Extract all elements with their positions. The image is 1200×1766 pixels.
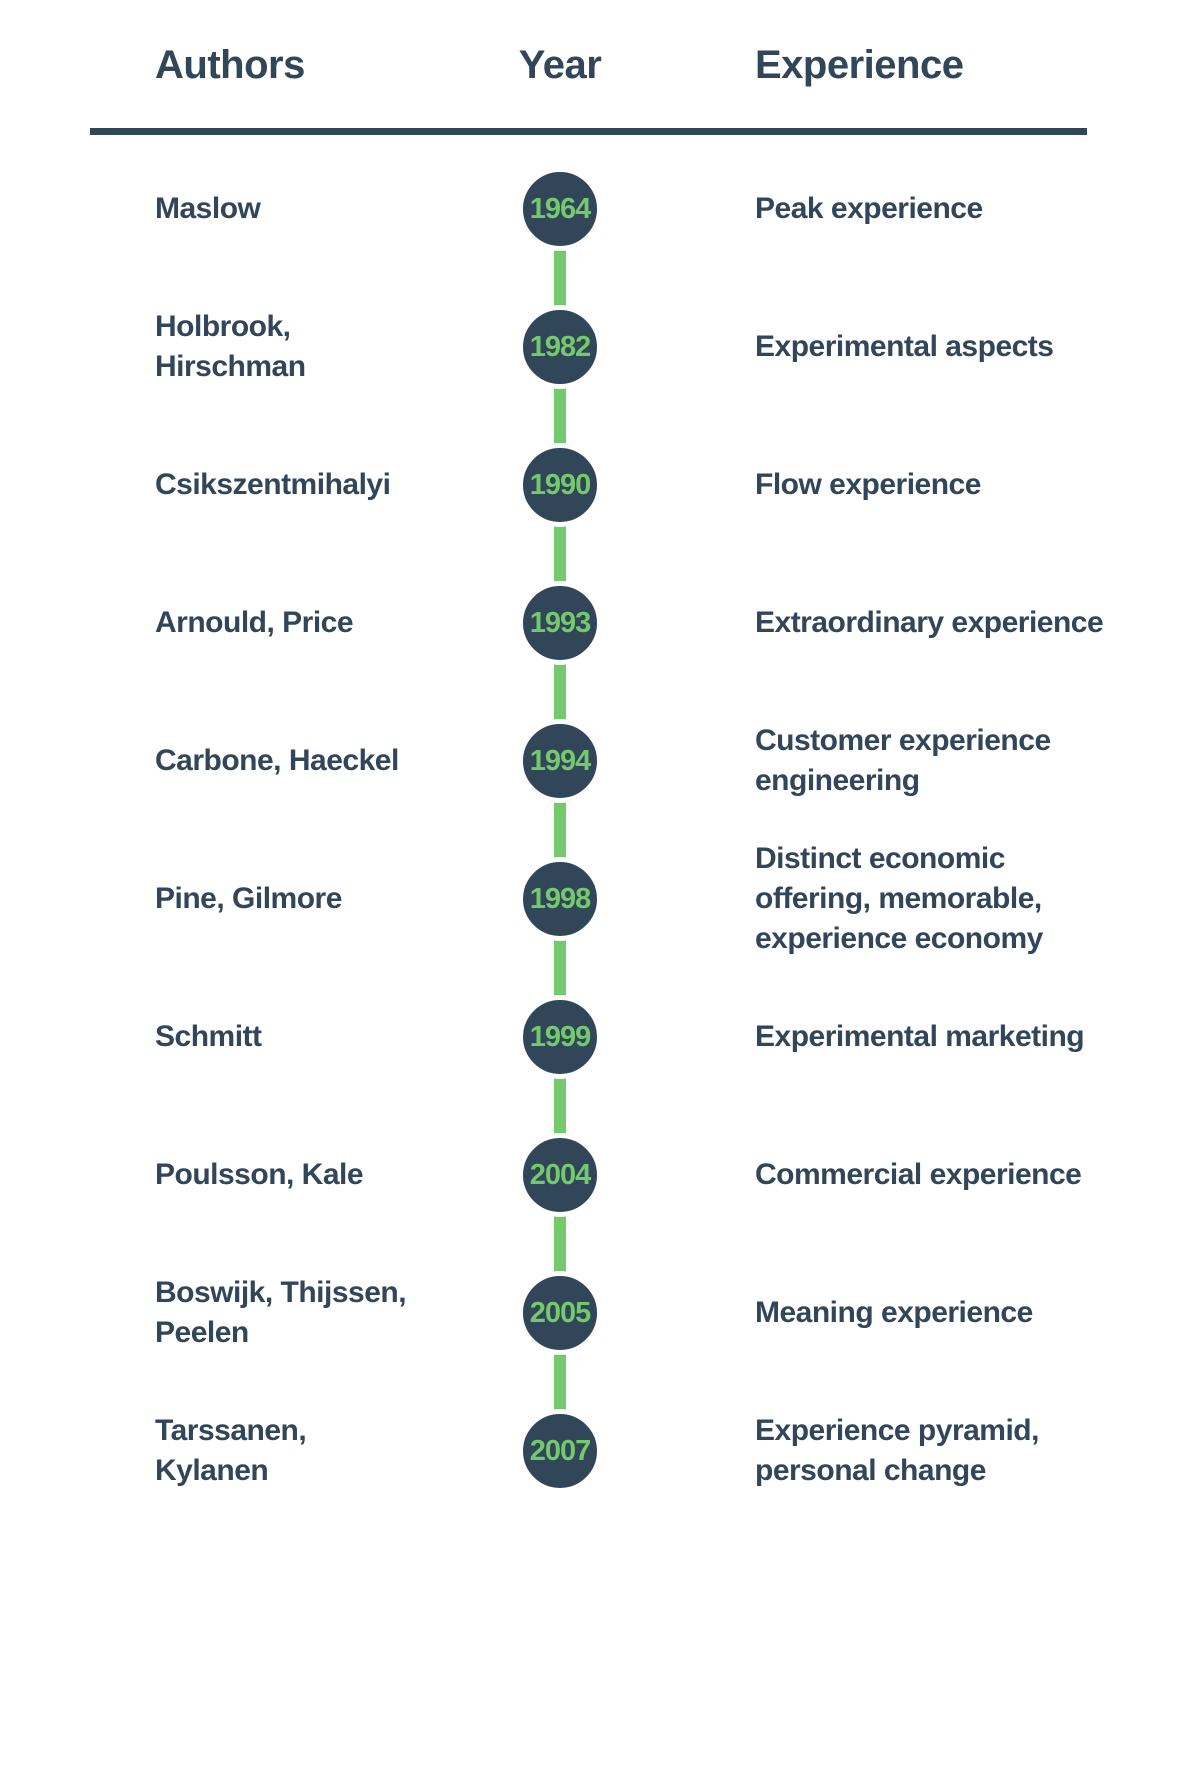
timeline-row: Schmitt 1999 Experimental marketing	[0, 968, 1200, 1106]
timeline-row: Holbrook, Hirschman 1982 Experimental as…	[0, 278, 1200, 416]
year-cell: 2005	[460, 1271, 660, 1355]
timeline-node: 1990	[518, 443, 602, 527]
timeline-node: 1964	[518, 167, 602, 251]
year-value: 1998	[529, 882, 592, 915]
year-column-header: Year	[518, 43, 602, 87]
timeline-row: Poulsson, Kale 2004 Commercial experienc…	[0, 1106, 1200, 1244]
timeline-node: 1998	[518, 857, 602, 941]
year-value: 1964	[529, 192, 592, 225]
timeline-node: 1982	[518, 305, 602, 389]
author-name: Carbone, Haeckel	[155, 744, 399, 777]
timeline-node: 2004	[518, 1133, 602, 1217]
year-value: 1982	[529, 330, 592, 363]
author-name: Holbrook, Hirschman	[155, 310, 306, 383]
year-cell: 1982	[460, 305, 660, 389]
year-cell: 1990	[460, 443, 660, 527]
author-name: Poulsson, Kale	[155, 1158, 364, 1191]
year-value: 1993	[529, 606, 592, 639]
table-header: Authors Year Experience	[0, 40, 1200, 90]
experience-description: Meaning experience	[755, 1296, 1033, 1329]
author-name: Maslow	[155, 192, 261, 225]
timeline-node: 2005	[518, 1271, 602, 1355]
experience-description: Extraordinary experience	[755, 606, 1104, 639]
experience-description: Experience pyramid, personal change	[755, 1414, 1039, 1487]
timeline-node: 1993	[518, 581, 602, 665]
experience-description: Flow experience	[755, 468, 981, 501]
year-cell: 1964	[460, 167, 660, 251]
header-divider-line	[90, 128, 1087, 135]
year-value: 2004	[529, 1158, 592, 1191]
timeline-row: Boswijk, Thijssen, Peelen 2005 Meaning e…	[0, 1244, 1200, 1382]
experience-description: Distinct economic offering, memorable, e…	[755, 842, 1043, 955]
year-cell: 2007	[460, 1409, 660, 1493]
experience-column-header: Experience	[755, 43, 964, 87]
authors-column-header: Authors	[155, 43, 305, 87]
year-cell: 1994	[460, 719, 660, 803]
experience-description: Experimental marketing	[755, 1020, 1085, 1053]
timeline-node: 2007	[518, 1409, 602, 1493]
author-name: Arnould, Price	[155, 606, 354, 639]
year-value: 2005	[529, 1296, 592, 1329]
timeline-node: 1994	[518, 719, 602, 803]
year-value: 1994	[529, 744, 592, 777]
author-name: Pine, Gilmore	[155, 882, 342, 915]
timeline-body: Maslow 1964 Peak experience Holbrook, Hi…	[0, 140, 1200, 1520]
experience-description: Customer experience engineering	[755, 724, 1051, 797]
author-name: Tarssanen, Kylanen	[155, 1414, 307, 1487]
timeline-row: Arnould, Price 1993 Extraordinary experi…	[0, 554, 1200, 692]
year-cell: 2004	[460, 1133, 660, 1217]
timeline-row: Csikszentmihalyi 1990 Flow experience	[0, 416, 1200, 554]
author-name: Boswijk, Thijssen, Peelen	[155, 1276, 407, 1349]
timeline-row: Tarssanen, Kylanen 2007 Experience pyram…	[0, 1382, 1200, 1520]
year-cell: 1999	[460, 995, 660, 1079]
timeline-node: 1999	[518, 995, 602, 1079]
year-value: 1999	[529, 1020, 592, 1053]
year-cell: 1993	[460, 581, 660, 665]
experience-description: Peak experience	[755, 192, 983, 225]
author-name: Csikszentmihalyi	[155, 468, 391, 501]
year-value: 2007	[529, 1434, 592, 1467]
year-value: 1990	[529, 468, 592, 501]
experience-description: Experimental aspects	[755, 330, 1054, 363]
experience-description: Commercial experience	[755, 1158, 1082, 1191]
timeline-row: Maslow 1964 Peak experience	[0, 140, 1200, 278]
timeline-row: Pine, Gilmore 1998 Distinct economic off…	[0, 830, 1200, 968]
author-name: Schmitt	[155, 1020, 262, 1053]
timeline-row: Carbone, Haeckel 1994 Customer experienc…	[0, 692, 1200, 830]
year-cell: 1998	[460, 857, 660, 941]
